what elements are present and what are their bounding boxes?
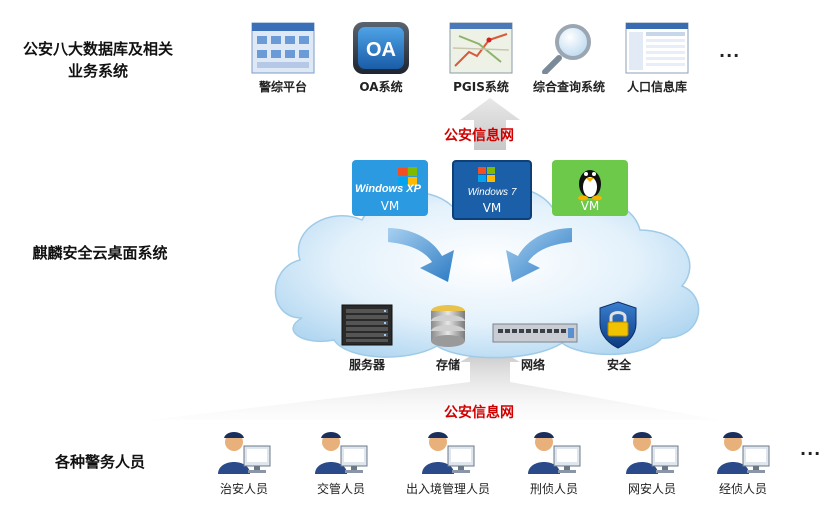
officer-at-computer-icon xyxy=(626,432,679,474)
vm-label: VM xyxy=(380,199,400,213)
vm-logo-text: Windows 7 xyxy=(468,187,517,198)
system-pgis[interactable]: PGIS系统 xyxy=(436,22,526,95)
vm-label: VM xyxy=(482,201,502,215)
infra-label-security: 安全 xyxy=(606,358,631,372)
oa-icon-text: OA xyxy=(366,39,396,61)
linux-penguin-icon xyxy=(578,170,602,201)
windows-logo-icon: Windows XP xyxy=(355,167,422,195)
officer-at-computer-icon xyxy=(528,432,581,474)
oa-app-icon: OA xyxy=(353,22,409,74)
left-down-arrow-icon xyxy=(388,228,454,282)
bottom-row-title: 各种警务人员 xyxy=(54,453,145,471)
vm-label: VM xyxy=(580,199,600,213)
windows7-logo-icon: Windows 7 xyxy=(468,167,517,198)
system-oa[interactable]: OA OA系统 xyxy=(336,22,426,95)
user-economic-investigation[interactable]: 经侦人员 xyxy=(688,430,798,497)
user-cyber-security[interactable]: 网安人员 xyxy=(597,430,707,497)
user-label: 网安人员 xyxy=(627,482,676,496)
infra-label-server: 服务器 xyxy=(348,358,385,372)
storage-icon xyxy=(431,305,465,347)
more-systems-ellipsis: ... xyxy=(719,42,741,61)
system-label: 警综平台 xyxy=(258,80,307,94)
middle-row-title: 麒麟安全云桌面系统 xyxy=(32,244,168,262)
user-label: 出入境管理人员 xyxy=(405,482,490,496)
system-police-platform[interactable]: 警综平台 xyxy=(238,22,328,95)
upward-arrow-top xyxy=(460,98,520,150)
vm-logo-text: Windows XP xyxy=(355,183,422,195)
magnifier-icon xyxy=(542,24,591,74)
system-label: OA系统 xyxy=(359,80,403,94)
officer-at-computer-icon xyxy=(717,432,770,474)
system-label: 综合查询系统 xyxy=(532,80,605,94)
top-row-title-line2: 业务系统 xyxy=(67,62,128,80)
police-platform-screen-icon xyxy=(251,22,315,74)
map-screen-icon xyxy=(449,22,513,74)
database-window-icon xyxy=(625,22,689,74)
user-public-security[interactable]: 治安人员 xyxy=(189,430,299,497)
user-label: 刑侦人员 xyxy=(529,482,578,496)
user-criminal-investigation[interactable]: 刑侦人员 xyxy=(499,430,609,497)
user-immigration[interactable]: 出入境管理人员 xyxy=(393,430,503,497)
more-users-ellipsis: ... xyxy=(800,440,822,459)
vm-linux[interactable]: VM xyxy=(552,160,628,216)
user-label: 治安人员 xyxy=(219,482,268,496)
top-row-title-line1: 公安八大数据库及相关 xyxy=(22,40,173,58)
user-traffic[interactable]: 交管人员 xyxy=(286,430,396,497)
infra-label-network: 网络 xyxy=(520,358,545,372)
officer-at-computer-icon xyxy=(218,432,271,474)
top-row-title: 公安八大数据库及相关 业务系统 xyxy=(12,38,184,82)
system-label: 人口信息库 xyxy=(626,80,687,94)
security-lock-icon xyxy=(599,301,637,349)
right-down-arrow-icon xyxy=(506,228,572,282)
officer-at-computer-icon xyxy=(315,432,368,474)
user-label: 交管人员 xyxy=(316,482,365,496)
network-label-top: 公安信息网 xyxy=(444,128,514,144)
system-label: PGIS系统 xyxy=(453,80,509,94)
server-icon xyxy=(341,304,393,346)
cloud-arrows xyxy=(388,228,572,282)
network-label-bottom: 公安信息网 xyxy=(444,405,514,421)
vm-windows-xp[interactable]: Windows XP VM xyxy=(352,160,428,216)
user-label: 经侦人员 xyxy=(718,482,767,496)
infra-label-storage: 存储 xyxy=(435,358,460,372)
system-query[interactable]: 综合查询系统 xyxy=(524,22,614,95)
system-population[interactable]: 人口信息库 xyxy=(612,22,702,95)
officer-at-computer-icon xyxy=(422,432,475,474)
upward-fan-bottom xyxy=(150,345,720,420)
network-switch-icon xyxy=(492,323,578,343)
vm-windows-7[interactable]: Windows 7 VM xyxy=(452,160,532,220)
